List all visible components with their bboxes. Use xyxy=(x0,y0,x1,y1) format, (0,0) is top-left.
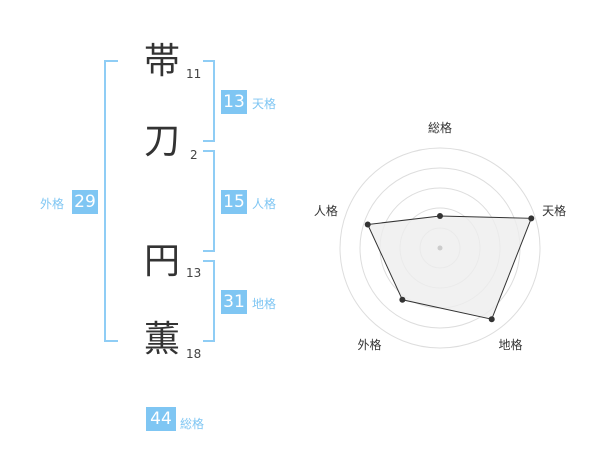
soukaku-score: 44 xyxy=(146,407,176,431)
chikaku-label: 地格 xyxy=(252,297,277,311)
soukaku-label: 総格 xyxy=(180,417,205,431)
radar-point-5 xyxy=(364,221,371,228)
radar-point-4 xyxy=(399,296,406,303)
radar-point-3 xyxy=(488,316,495,323)
radar-axis-label-2: 天格 xyxy=(542,203,566,218)
jinkaku-bracket xyxy=(203,150,215,252)
radar-center xyxy=(437,245,443,251)
char-2: 刀 xyxy=(143,121,180,162)
gaikaku-label: 外格 xyxy=(40,197,65,211)
chikaku-score: 31 xyxy=(221,290,247,314)
tenkaku-bracket xyxy=(203,60,215,142)
tenkaku-score: 13 xyxy=(221,90,247,114)
radar-axis-label-4: 外格 xyxy=(357,337,381,352)
radar-ring-5 xyxy=(339,147,541,349)
radar-point-2 xyxy=(528,215,535,222)
char-1-strokes: 11 xyxy=(186,67,202,81)
radar-axis-label-3: 地格 xyxy=(498,337,522,352)
jinkaku-label: 人格 xyxy=(252,197,277,211)
char-4-strokes: 18 xyxy=(186,347,202,361)
jinkaku-score: 15 xyxy=(221,190,247,214)
char-1: 帯 xyxy=(143,41,180,82)
radar-area xyxy=(366,215,533,320)
chikaku-bracket xyxy=(203,260,215,342)
char-2-strokes: 2 xyxy=(190,148,198,162)
gaikaku-score: 29 xyxy=(72,190,98,214)
char-3-strokes: 13 xyxy=(186,266,202,280)
radar-point-1 xyxy=(437,213,443,219)
tenkaku-label: 天格 xyxy=(252,97,277,111)
char-3: 円 xyxy=(143,241,180,282)
char-4: 薫 xyxy=(143,319,180,360)
radar-axis-label-1: 総格 xyxy=(428,120,452,135)
gaikaku-bracket xyxy=(104,60,118,342)
radar-axis-label-5: 人格 xyxy=(314,203,338,218)
